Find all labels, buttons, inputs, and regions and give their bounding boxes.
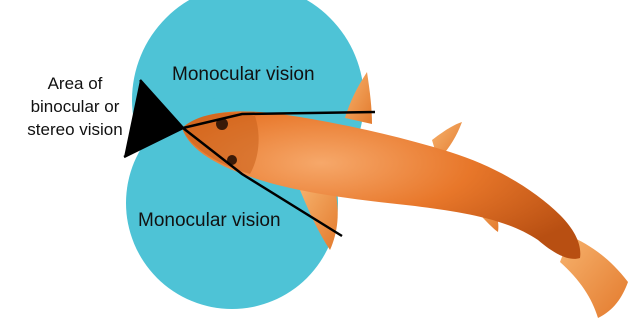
monocular-vision-label-bottom: Monocular vision [138,210,281,232]
binocular-area-label: Area of binocular or stereo vision [0,72,150,141]
binocular-label-line-3: stereo vision [0,118,150,141]
monocular-vision-label-top: Monocular vision [172,64,315,86]
binocular-label-line-1: Area of [0,72,150,95]
binocular-label-line-2: binocular or [0,95,150,118]
